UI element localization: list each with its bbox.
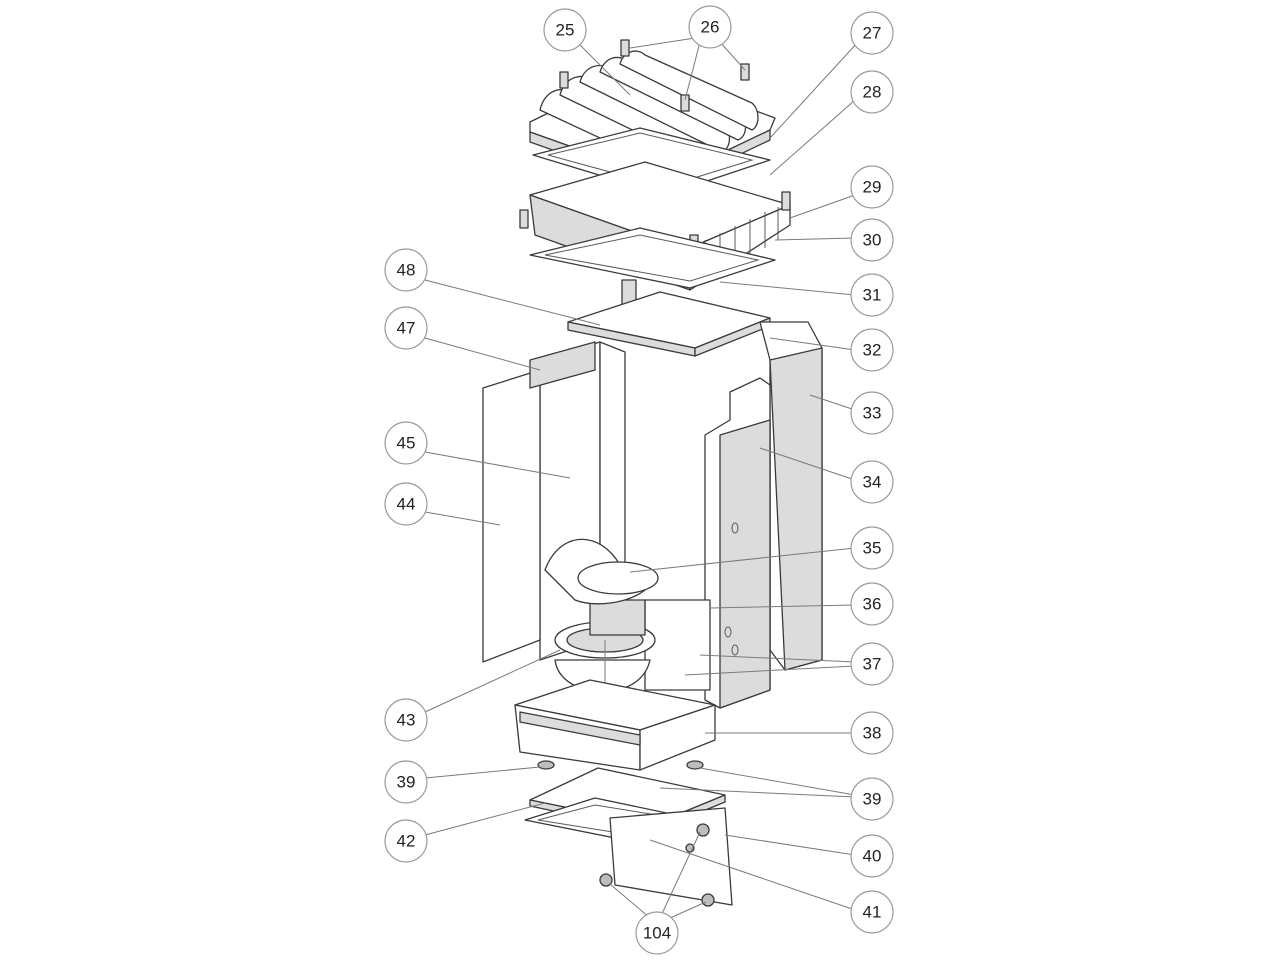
svg-text:38: 38 [863,724,882,743]
svg-text:33: 33 [863,404,882,423]
callout-48: 48 [384,248,428,292]
right-panel-34-part [704,377,771,709]
svg-text:43: 43 [397,711,416,730]
fan-motor-assembly-part [544,538,711,700]
svg-text:36: 36 [863,595,882,614]
callout-28: 28 [850,70,894,114]
callout-27: 27 [850,11,894,55]
svg-text:29: 29 [863,178,882,197]
callout-31: 31 [850,273,894,317]
svg-text:44: 44 [397,495,416,514]
callout-44: 44 [384,482,428,526]
callout-41: 41 [850,890,894,934]
callout-34: 34 [850,460,894,504]
svg-text:45: 45 [397,434,416,453]
svg-text:37: 37 [863,655,882,674]
svg-text:26: 26 [701,18,720,37]
callout-39-right: 39 [850,777,894,821]
svg-text:32: 32 [863,341,882,360]
svg-text:39: 39 [397,773,416,792]
callout-39-left: 39 [384,760,428,804]
callout-37: 37 [850,642,894,686]
svg-text:25: 25 [556,21,575,40]
bracket-part [599,807,733,907]
callout-45: 45 [384,421,428,465]
callout-29: 29 [850,165,894,209]
callout-43: 43 [384,698,428,742]
right-panel-33-part [759,321,823,671]
top-plate-part [567,279,771,357]
callout-30: 30 [850,218,894,262]
gasket-30-part [529,227,776,289]
callout-32: 32 [850,328,894,372]
callout-35: 35 [850,526,894,570]
svg-text:104: 104 [643,924,671,943]
svg-text:39: 39 [863,790,882,809]
svg-text:28: 28 [863,83,882,102]
callout-33: 33 [850,391,894,435]
svg-text:47: 47 [397,319,416,338]
svg-text:48: 48 [397,261,416,280]
svg-text:30: 30 [863,231,882,250]
callout-38: 38 [850,711,894,755]
leader-lines [424,37,859,919]
callout-42: 42 [384,819,428,863]
svg-text:41: 41 [863,903,882,922]
callout-47: 47 [384,306,428,350]
svg-text:34: 34 [863,473,882,492]
svg-text:40: 40 [863,847,882,866]
svg-text:31: 31 [863,286,882,305]
callout-36: 36 [850,582,894,626]
callout-25: 25 [543,8,587,52]
callout-104: 104 [635,911,679,955]
svg-text:42: 42 [397,832,416,851]
left-panel-part [482,341,596,663]
svg-text:27: 27 [863,24,882,43]
callout-40: 40 [850,834,894,878]
callout-26: 26 [688,5,732,49]
svg-text:35: 35 [863,539,882,558]
drawer-part [514,679,716,771]
